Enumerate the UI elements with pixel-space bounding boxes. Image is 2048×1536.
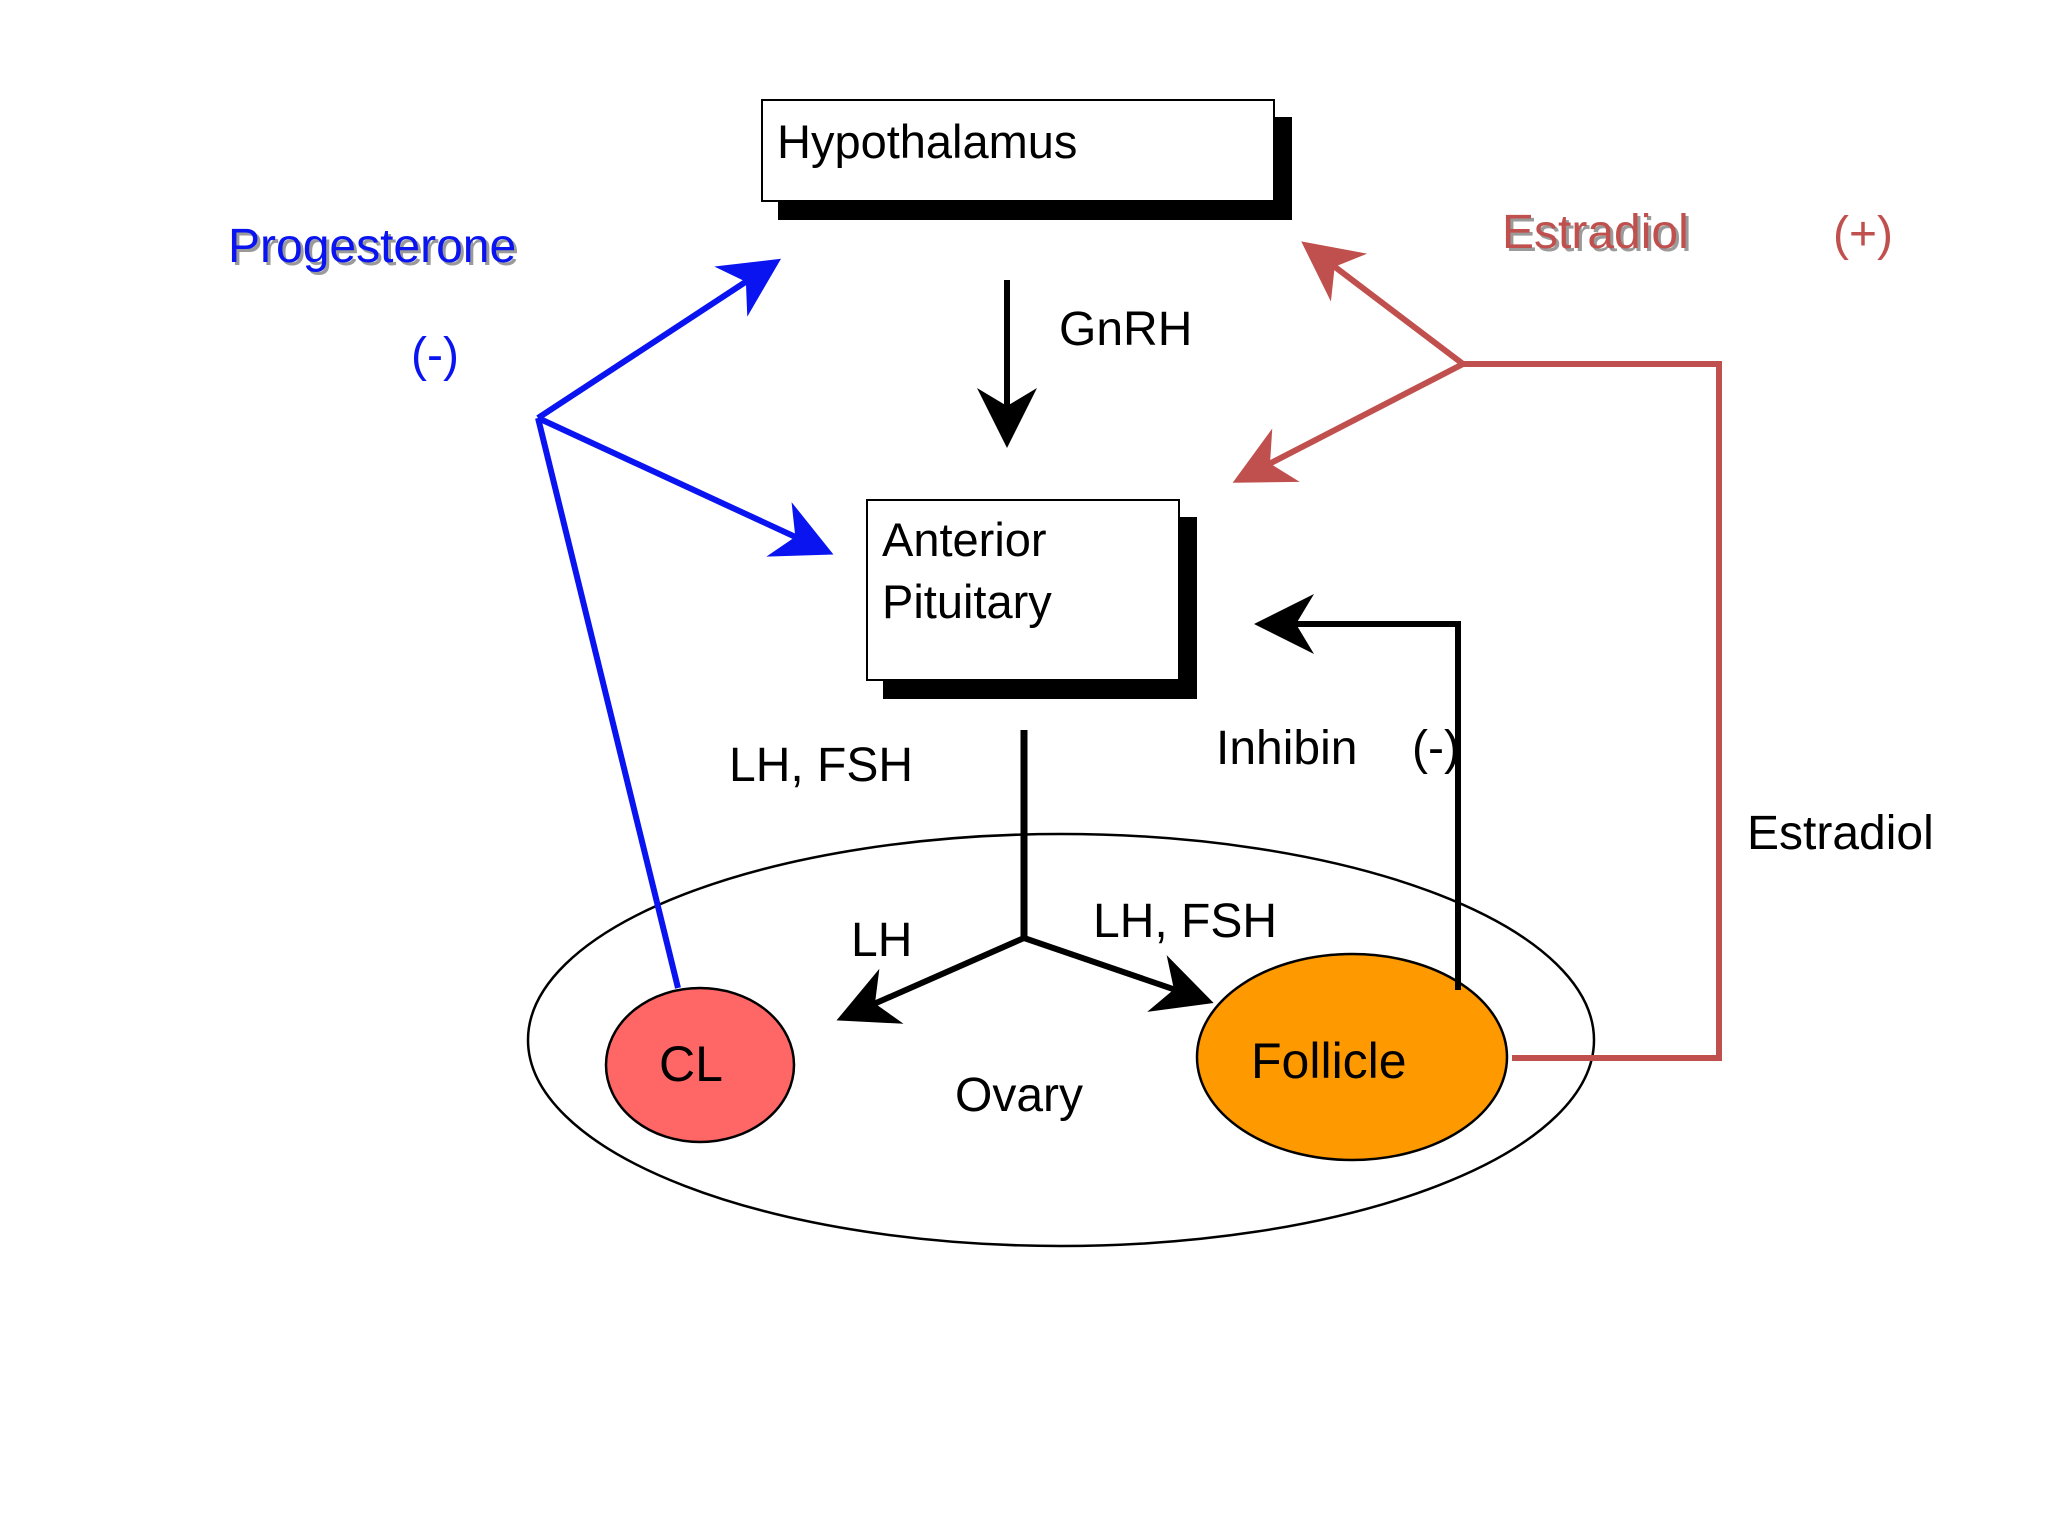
hypothalamus-box: Hypothalamus [761,99,1275,202]
ovary-ellipse [526,832,1596,1248]
progesterone-arrow-to-hypothalamus [536,258,782,421]
progesterone-label: Progesterone [228,220,517,273]
cl-label: CL [659,1036,723,1092]
inhibin-sign: (-) [1412,722,1460,775]
lh-fsh-follicle-label: LH, FSH [1093,895,1278,948]
estradiol-arrow-to-pituitary [1232,361,1465,483]
ovary-label: Ovary [955,1069,1084,1122]
follicle-shape [1195,952,1509,1162]
hypothalamus-label: Hypothalamus [777,115,1078,168]
follicle-label: Follicle [1251,1033,1407,1089]
estradiol-side-label: Estradiol [1747,807,1934,860]
lh-fsh-label: LH, FSH [729,739,914,792]
anterior-pituitary-label-line2: Pituitary [882,575,1052,628]
estradiol-arrow-to-hypothalamus [1301,241,1465,367]
lh-fsh-arrow-to-follicle [1023,935,1214,1012]
estradiol-label: Estradiol [1502,206,1689,259]
lh-label: LH [851,914,913,967]
gnrh-label: GnRH [1059,303,1193,356]
cl-shape [604,986,796,1144]
progesterone-stem [535,417,681,989]
estradiol-sign: (+) [1833,208,1893,261]
anterior-pituitary-box: Anterior Pituitary [866,499,1180,681]
inhibin-label: Inhibin [1216,722,1358,775]
progesterone-sign: (-) [411,329,459,382]
progesterone-arrow-to-pituitary [536,415,834,557]
inhibin-arrow [1254,594,1461,990]
lh-arrow-to-cl [836,935,1026,1024]
anterior-pituitary-label-line1: Anterior [882,513,1047,566]
estradiol-stem [1463,361,1722,1061]
